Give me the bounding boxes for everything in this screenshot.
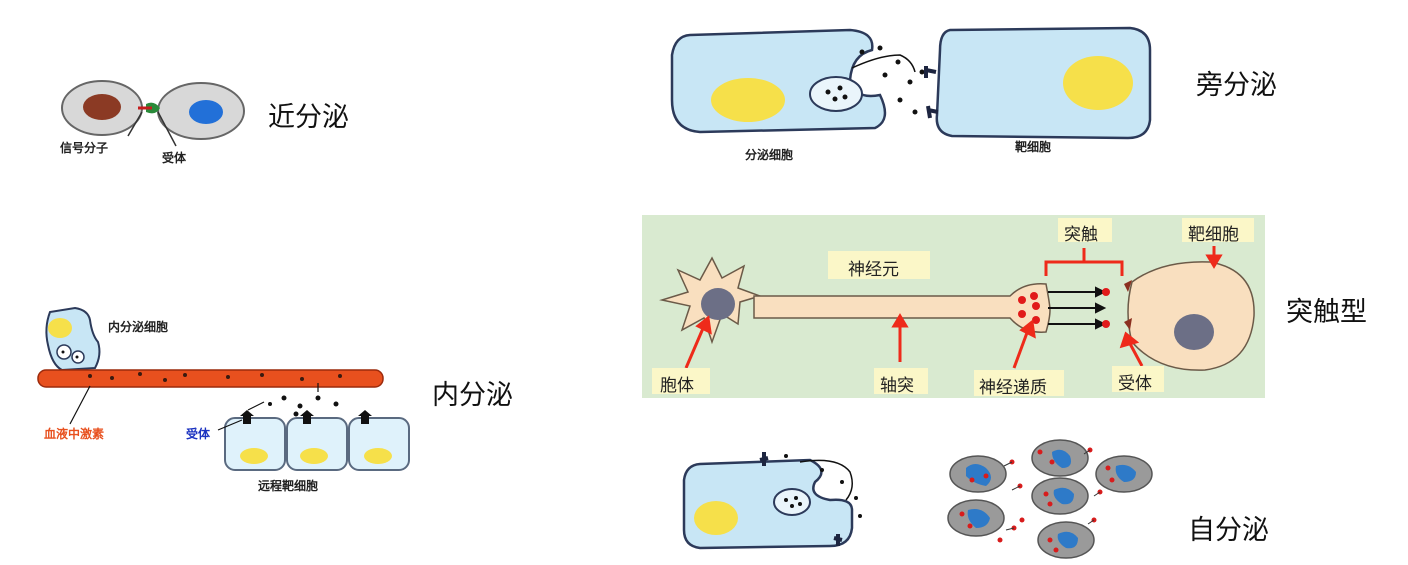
juxtacrine-title: 近分泌 xyxy=(268,102,349,133)
autocrine-cell-cluster xyxy=(947,439,1153,559)
secreting-cell-label: 分泌细胞 xyxy=(745,148,794,162)
paracrine-target-label: 靶细胞 xyxy=(1015,140,1052,154)
hormone-dots xyxy=(88,372,342,382)
neuron-label: 神经元 xyxy=(848,260,899,280)
released-hormone-dots xyxy=(268,395,339,417)
synaptic-labels xyxy=(652,218,1254,396)
synaptic-receptors xyxy=(1102,280,1132,330)
distant-target-label: 远程靶细胞 xyxy=(258,479,319,493)
blood-hormone-label: 血液中激素 xyxy=(44,427,105,441)
paracrine-target-cell xyxy=(935,26,1152,140)
neurotransmitter-label: 神经递质 xyxy=(979,378,1047,398)
synaptic-arrows xyxy=(1048,286,1107,330)
secreting-cell xyxy=(670,28,887,134)
synaptic-pointer-arrows xyxy=(684,246,1223,369)
autocrine-dots xyxy=(784,454,862,518)
endocrine-cell xyxy=(45,306,101,372)
paracrine-signal-dots xyxy=(859,45,925,115)
signal-molecule-label: 信号分子 xyxy=(60,141,109,155)
endocrine-title: 内分泌 xyxy=(432,380,513,411)
juxtacrine-receptor xyxy=(146,102,160,114)
synaptic-target-label: 靶细胞 xyxy=(1188,225,1239,245)
synapse-label: 突触 xyxy=(1064,225,1098,245)
synaptic-receptor-label: 受体 xyxy=(1118,374,1152,394)
juxtacrine-target-cell xyxy=(157,82,245,140)
autocrine-cell xyxy=(682,452,854,550)
distant-target-cells xyxy=(224,410,410,471)
synaptic-target-cell xyxy=(1127,261,1255,371)
paracrine-receptor-2 xyxy=(926,105,939,119)
endocrine-receptor-label: 受体 xyxy=(186,427,211,441)
juxtacrine-receptor-label: 受体 xyxy=(162,151,187,165)
synapse-bracket xyxy=(1044,248,1124,276)
blood-vessel xyxy=(37,369,384,388)
paracrine-receptor-1 xyxy=(924,66,937,78)
axon-label: 轴突 xyxy=(880,376,914,396)
paracrine-title: 旁分泌 xyxy=(1196,70,1277,101)
cell-body-label: 胞体 xyxy=(660,376,694,396)
synaptic-title: 突触型 xyxy=(1286,297,1367,328)
endocrine-cell-label: 内分泌细胞 xyxy=(108,320,169,334)
autocrine-title: 自分泌 xyxy=(1188,515,1269,546)
